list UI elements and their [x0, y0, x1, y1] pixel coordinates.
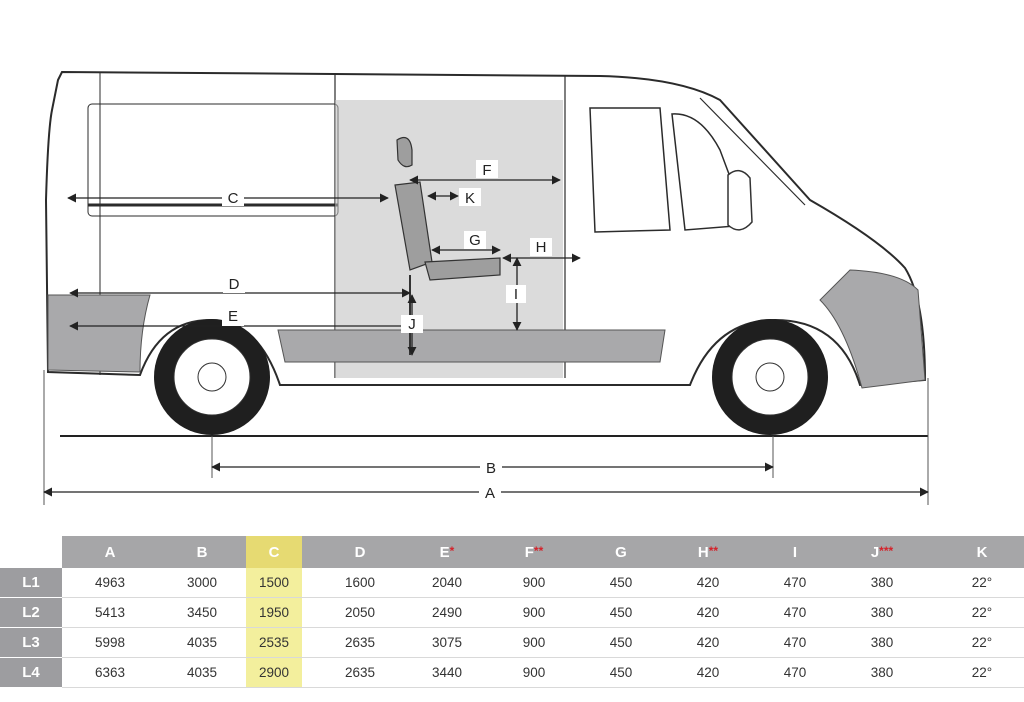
dim-label-g: G	[469, 232, 481, 249]
table-cell: 2490	[418, 597, 476, 628]
row-label: L4	[0, 657, 62, 688]
table-cell: 4963	[62, 568, 158, 598]
table-cell-highlighted: 1950	[246, 597, 302, 628]
table-cell: 22°	[940, 627, 1024, 658]
table-cell: 4035	[158, 657, 246, 688]
van-dimension-diagram: A B C D E F G H I J K	[43, 70, 929, 505]
column-header-e: E*	[418, 536, 476, 568]
dim-label-h: H	[536, 239, 547, 256]
table-cell: 1600	[302, 568, 418, 598]
table-cell: 380	[824, 627, 940, 658]
column-header-d: D	[302, 536, 418, 568]
table-cell: 22°	[940, 568, 1024, 598]
dim-label-f: F	[482, 162, 491, 179]
table-cell: 380	[824, 568, 940, 598]
row-label: L3	[0, 627, 62, 658]
table-cell: 450	[592, 597, 650, 628]
table-cell: 450	[592, 657, 650, 688]
table-cell: 5413	[62, 597, 158, 628]
column-header-c: C	[246, 536, 302, 568]
table-cell: 2040	[418, 568, 476, 598]
front-wheel	[712, 319, 828, 435]
table-cell: 22°	[940, 657, 1024, 688]
table-cell: 420	[650, 597, 766, 628]
table-cell: 900	[476, 657, 592, 688]
column-header-h: H**	[650, 536, 766, 568]
dim-label-a: A	[485, 485, 495, 502]
table-cell: 470	[766, 627, 824, 658]
table-cell: 2050	[302, 597, 418, 628]
table-cell: 3075	[418, 627, 476, 658]
table-header-row: A B C D E* F** G H** I J*** K	[0, 536, 1024, 568]
lower-trim	[47, 269, 926, 389]
column-header-k: K	[940, 536, 1024, 568]
table-cell: 2635	[302, 627, 418, 658]
table-cell: 5998	[62, 627, 158, 658]
column-header-j: J***	[824, 536, 940, 568]
table-cell: 420	[650, 568, 766, 598]
table-row: L1 4963 3000 1500 1600 2040 900 450 420 …	[0, 568, 1024, 598]
table-cell: 2635	[302, 657, 418, 688]
dim-label-i: I	[514, 286, 518, 303]
table-cell: 470	[766, 568, 824, 598]
table-cell: 22°	[940, 597, 1024, 628]
column-header-g: G	[592, 536, 650, 568]
table-cell: 420	[650, 627, 766, 658]
dim-label-k: K	[465, 190, 475, 207]
table-cell: 3450	[158, 597, 246, 628]
column-header-b: B	[158, 536, 246, 568]
dim-label-b: B	[486, 460, 496, 477]
row-label: L2	[0, 597, 62, 628]
table-cell: 420	[650, 657, 766, 688]
table-cell: 450	[592, 627, 650, 658]
dimensions-table: A B C D E* F** G H** I J*** K L1 4963 30…	[0, 536, 1024, 688]
table-cell: 470	[766, 657, 824, 688]
column-header-a: A	[62, 536, 158, 568]
rear-wheel	[154, 319, 270, 435]
table-cell: 380	[824, 597, 940, 628]
table-cell-highlighted: 2535	[246, 627, 302, 658]
table-cell: 4035	[158, 627, 246, 658]
column-header-f: F**	[476, 536, 592, 568]
table-row: L3 5998 4035 2535 2635 3075 900 450 420 …	[0, 627, 1024, 658]
seat-outline	[394, 137, 501, 355]
table-cell-highlighted: 2900	[246, 657, 302, 688]
row-label: L1	[0, 568, 62, 598]
table-row: L2 5413 3450 1950 2050 2490 900 450 420 …	[0, 597, 1024, 628]
table-cell: 900	[476, 597, 592, 628]
table-cell: 380	[824, 657, 940, 688]
table-cell: 900	[476, 568, 592, 598]
dim-label-c: C	[228, 190, 239, 207]
table-cell: 6363	[62, 657, 158, 688]
table-cell-highlighted: 1500	[246, 568, 302, 598]
column-header-i: I	[766, 536, 824, 568]
dim-label-j: J	[408, 316, 416, 333]
dim-label-d: D	[229, 276, 240, 293]
table-cell: 3440	[418, 657, 476, 688]
dim-label-e: E	[228, 308, 238, 325]
table-cell: 450	[592, 568, 650, 598]
table-corner	[0, 536, 62, 568]
table-cell: 900	[476, 627, 592, 658]
table-row: L4 6363 4035 2900 2635 3440 900 450 420 …	[0, 657, 1024, 688]
side-mirror	[727, 169, 753, 231]
table-cell: 3000	[158, 568, 246, 598]
table-cell: 470	[766, 597, 824, 628]
